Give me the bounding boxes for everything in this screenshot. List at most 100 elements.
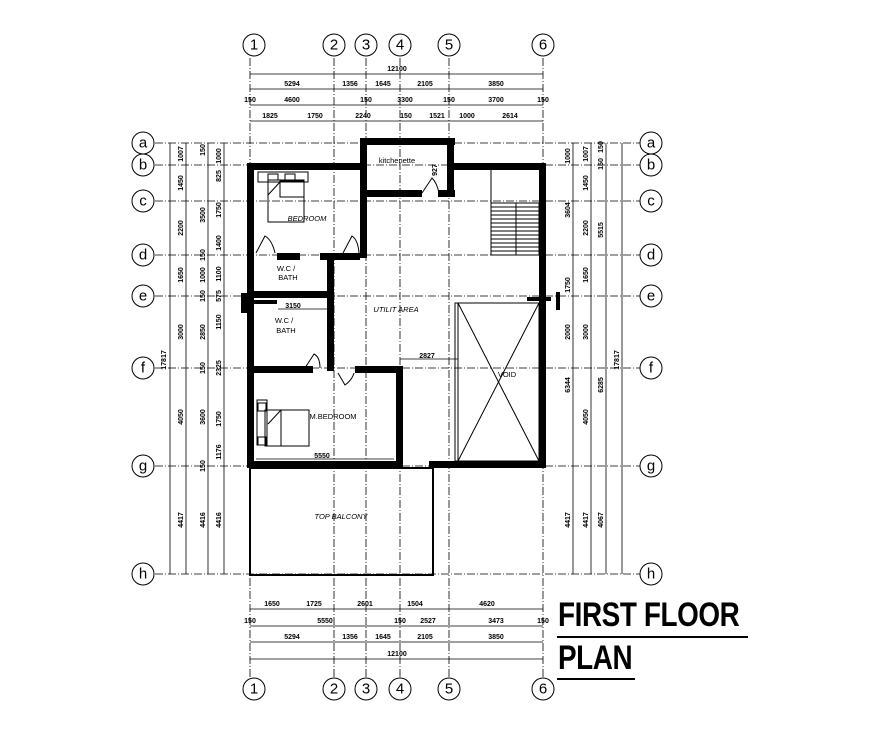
room-kitchenette: kitchenette [379,156,415,165]
inner-dimensions: 3150 2827 5550 927 [256,164,458,460]
svg-text:3000: 3000 [583,324,590,340]
svg-text:1356: 1356 [342,634,358,641]
svg-text:6344: 6344 [565,377,572,393]
svg-text:2240: 2240 [355,113,371,120]
svg-text:1750: 1750 [307,113,323,120]
svg-text:4416: 4416 [200,512,207,528]
svg-text:1450: 1450 [583,175,590,191]
svg-text:BATH: BATH [276,326,295,335]
svg-text:e: e [139,288,147,305]
bed-master-bedroom [256,399,310,447]
svg-text:1450: 1450 [178,175,185,191]
svg-text:2105: 2105 [417,81,433,88]
svg-text:5: 5 [445,37,453,54]
svg-text:3604: 3604 [565,202,572,218]
svg-text:1000: 1000 [216,148,223,164]
room-m-bedroom: M.BEDROOM [309,412,356,421]
svg-text:1650: 1650 [264,601,280,608]
plan-title-line-2: PLAN [558,639,633,677]
grid-label-1: 1 [250,37,258,54]
svg-text:d: d [139,247,147,264]
svg-text:1356: 1356 [342,81,358,88]
bottom-dimensions: 1650 1725 2601 1504 4620 150 5550 150 25… [244,601,549,660]
svg-text:c: c [139,193,147,210]
svg-text:1: 1 [250,681,258,698]
svg-text:4417: 4417 [178,512,185,528]
svg-text:3500: 3500 [200,207,207,223]
svg-text:6: 6 [539,37,547,54]
svg-text:6: 6 [539,681,547,698]
svg-text:1176: 1176 [216,444,223,459]
svg-text:2614: 2614 [502,113,518,120]
right-dimensions: 1000 3604 1750 2000 6344 4417 1007 1450 … [565,141,623,574]
svg-text:150: 150 [244,97,256,104]
svg-text:150: 150 [400,113,412,120]
svg-text:4: 4 [396,681,404,698]
svg-text:f: f [649,360,654,377]
svg-text:3: 3 [362,681,370,698]
svg-text:4416: 4416 [216,512,223,528]
svg-text:2527: 2527 [420,618,436,625]
svg-text:e: e [647,288,655,305]
svg-text:5294: 5294 [284,634,300,641]
svg-text:17817: 17817 [161,350,168,370]
svg-text:1725: 1725 [306,601,322,608]
svg-text:4050: 4050 [178,409,185,425]
left-dimensions: 17817 1007 1450 2200 1650 3000 4050 4417… [161,143,225,574]
svg-text:c: c [647,193,655,210]
svg-text:4417: 4417 [583,512,590,528]
doors [255,177,440,386]
svg-text:2325: 2325 [216,360,223,376]
room-top-balcony: TOP BALCONY [315,512,369,521]
svg-text:1400: 1400 [216,235,223,251]
svg-text:150: 150 [537,97,549,104]
svg-text:5515: 5515 [598,222,605,238]
room-void: VOID [498,370,517,379]
svg-text:2: 2 [330,37,338,54]
svg-text:150: 150 [200,144,207,156]
plan-title-line-1: FIRST FLOOR [558,596,740,634]
svg-text:150: 150 [244,618,256,625]
svg-text:1000: 1000 [459,113,475,120]
svg-text:2200: 2200 [583,220,590,236]
svg-text:150: 150 [200,362,207,374]
svg-text:2000: 2000 [565,324,572,340]
svg-text:4600: 4600 [284,97,300,104]
svg-text:12100: 12100 [387,66,407,73]
svg-text:150: 150 [200,290,207,302]
svg-text:1007: 1007 [583,146,590,162]
svg-text:2200: 2200 [178,220,185,236]
bottom-grid-bubbles: 1 2 3 4 5 6 [242,677,555,701]
top-dimensions: 12100 5294 1356 1645 2105 3850 150 4600 … [244,66,549,122]
svg-text:1521: 1521 [429,113,445,120]
svg-text:3000: 3000 [178,324,185,340]
svg-text:b: b [647,157,655,174]
svg-text:1750: 1750 [565,277,572,293]
svg-text:150: 150 [360,97,372,104]
title-underline-2 [557,678,635,680]
svg-text:5294: 5294 [284,81,300,88]
svg-text:f: f [141,360,146,377]
svg-text:a: a [139,135,148,152]
svg-text:W.C /: W.C / [275,316,294,325]
top-balcony-outline [249,467,434,576]
svg-text:1645: 1645 [375,81,391,88]
svg-text:2850: 2850 [200,324,207,340]
svg-text:2827: 2827 [419,353,435,360]
svg-text:4: 4 [396,37,404,54]
svg-text:h: h [647,566,655,583]
svg-text:1007: 1007 [178,146,185,162]
svg-text:1825: 1825 [262,113,278,120]
svg-text:3473: 3473 [488,618,504,625]
svg-text:4620: 4620 [479,601,495,608]
svg-text:2601: 2601 [357,601,373,608]
svg-text:1645: 1645 [375,634,391,641]
top-grid-bubbles: 1 2 3 4 5 6 [242,33,555,57]
svg-text:3850: 3850 [488,634,504,641]
svg-text:a: a [647,135,656,152]
svg-text:3300: 3300 [397,97,413,104]
svg-text:W.C /: W.C / [277,264,296,273]
svg-text:150: 150 [537,618,549,625]
staircase [490,170,540,256]
